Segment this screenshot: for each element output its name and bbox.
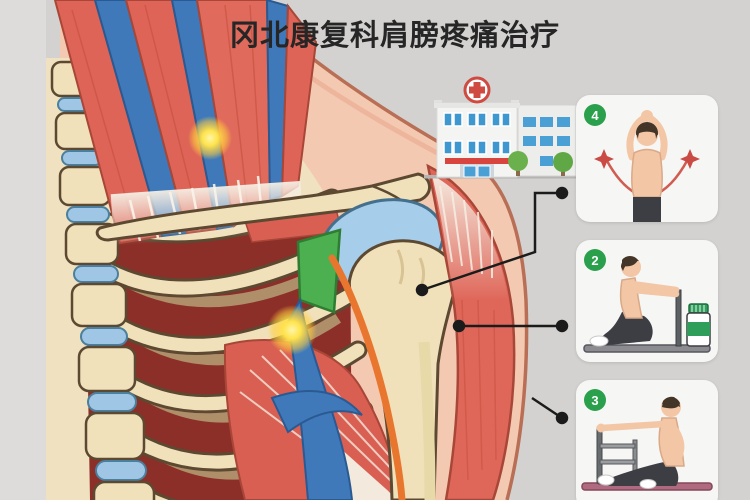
page-title: 冈北康复科肩膀疼痛治疗 bbox=[229, 20, 560, 52]
pain-glow-2 bbox=[267, 305, 317, 355]
step-badge: 3 bbox=[584, 389, 606, 411]
exercise-card-4: 4 bbox=[576, 95, 718, 222]
tree-icon bbox=[508, 151, 573, 176]
spine bbox=[50, 60, 156, 500]
anatomy-illustration bbox=[46, 0, 529, 500]
stall-bar bbox=[596, 425, 638, 485]
biceps-tendon bbox=[328, 254, 406, 500]
callout-line-1 bbox=[415, 186, 569, 297]
step-badge: 4 bbox=[584, 104, 606, 126]
neck-muscles bbox=[53, 0, 318, 247]
long-head-tendon bbox=[418, 341, 436, 500]
seated-bar-side-stretch-icon bbox=[581, 396, 713, 491]
hospital-building-icon bbox=[424, 76, 577, 179]
exercise-card-3: 3 bbox=[576, 380, 718, 500]
jar-icon bbox=[686, 303, 711, 347]
exercise-card-2: 2 bbox=[576, 240, 718, 362]
step-badge: 2 bbox=[584, 249, 606, 271]
hospital-windows bbox=[443, 112, 511, 155]
callout-line-2 bbox=[452, 319, 569, 333]
shoulder-joint bbox=[270, 198, 458, 500]
left-margin-strip bbox=[0, 0, 46, 500]
deltoid-muscle bbox=[426, 163, 516, 500]
glenoid-labrum bbox=[296, 228, 342, 314]
overhead-arm-circle-stretch-icon bbox=[594, 110, 700, 222]
deep-blue-muscle-wedge bbox=[270, 389, 363, 434]
callout-lines bbox=[415, 186, 569, 425]
kneeling-pole-stretch-icon bbox=[583, 256, 711, 353]
callout-line-3 bbox=[531, 396, 569, 425]
pain-glow-1 bbox=[188, 116, 232, 160]
